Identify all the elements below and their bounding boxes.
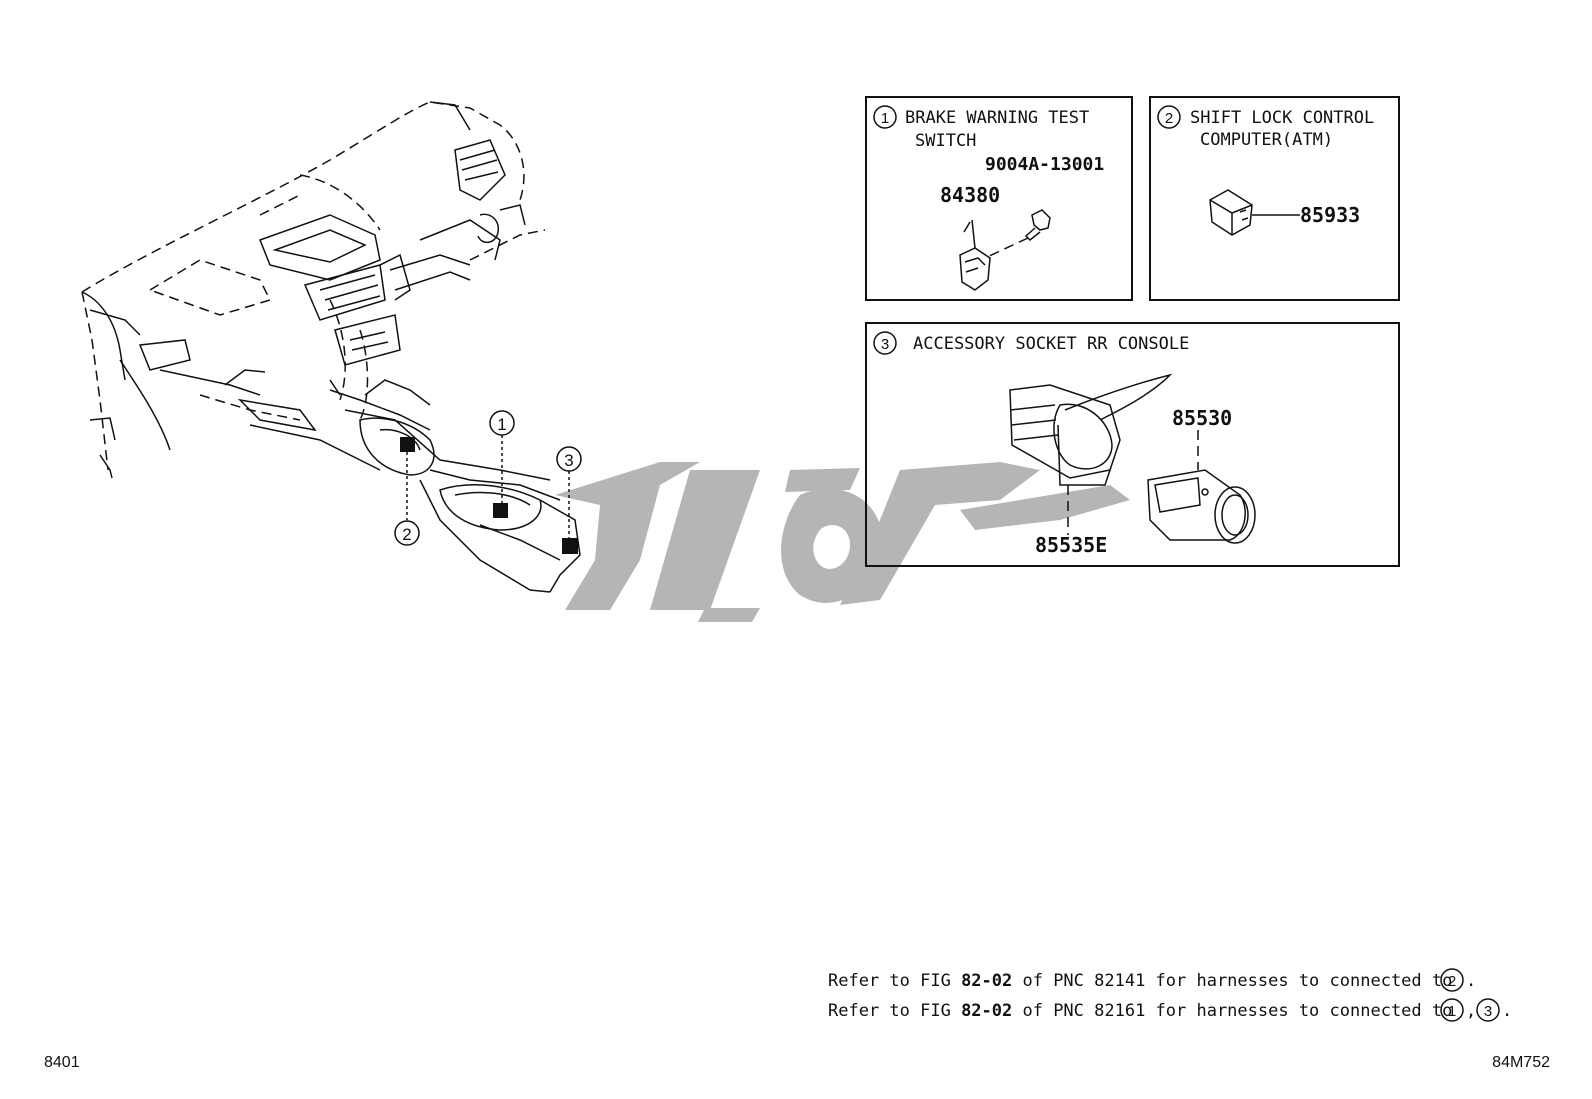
note-line-2-ref-b: 3 [1484, 1003, 1492, 1020]
footer-right-code: 84M752 [1492, 1054, 1550, 1071]
part-number-85933[interactable]: 85933 [1300, 203, 1360, 227]
note-line-1-ref: 2 [1448, 973, 1456, 990]
part-number-85530[interactable]: 85530 [1172, 406, 1232, 430]
panel1-title-line1: BRAKE WARNING TEST [905, 108, 1089, 128]
panel1-callout: 1 [881, 110, 889, 127]
panel3-title: ACCESSORY SOCKET RR CONSOLE [913, 334, 1189, 354]
svg-text:,: , [1466, 1001, 1476, 1021]
accessory-socket-icon [1147, 469, 1256, 544]
callout-marker-3[interactable]: 3 [556, 446, 582, 554]
callout-marker-2[interactable]: 2 [394, 437, 420, 546]
panel3-callout: 3 [881, 336, 889, 353]
note-line-2-ref-a: 1 [1448, 1003, 1456, 1020]
part-number-84380[interactable]: 84380 [940, 183, 1000, 207]
part-number-9004A-13001[interactable]: 9004A-13001 [985, 154, 1104, 175]
part-number-85535E[interactable]: 85535E [1035, 533, 1107, 557]
dashboard-illustration [81, 101, 581, 593]
panel1-title-line2: SWITCH [915, 131, 976, 151]
bolt-icon [1024, 209, 1051, 242]
fig-link-82-02-b[interactable]: 82-02 [961, 1001, 1012, 1021]
panel2-title-line2: COMPUTER(ATM) [1200, 130, 1333, 150]
fig-link-82-02-a[interactable]: 82-02 [961, 971, 1012, 991]
panel-shift-lock-computer: 2 SHIFT LOCK CONTROL COMPUTER(ATM) 85933 [1149, 96, 1400, 301]
footer-left-code: 8401 [44, 1054, 80, 1071]
callout-marker-1[interactable]: 1 [489, 410, 515, 518]
panel2-title-line1: SHIFT LOCK CONTROL [1190, 108, 1374, 128]
svg-text:.: . [1502, 1001, 1512, 1021]
switch-icon [959, 219, 991, 291]
note-line-2: Refer to FIG 82-02 of PNC 82161 for harn… [828, 1001, 1463, 1021]
computer-module-icon [1209, 189, 1253, 236]
callout-2-label: 2 [402, 525, 411, 544]
callout-1-label: 1 [497, 415, 506, 434]
svg-text:.: . [1466, 971, 1476, 991]
panel-accessory-socket: 3 ACCESSORY SOCKET RR CONSOLE 85530 8553… [865, 322, 1400, 567]
panel2-callout: 2 [1165, 110, 1173, 127]
socket-holder-icon [1009, 373, 1173, 486]
note-line-1: Refer to FIG 82-02 of PNC 82141 for harn… [828, 971, 1463, 991]
panel-brake-warning-switch: 1 BRAKE WARNING TEST SWITCH 9004A-13001 … [865, 96, 1133, 301]
reference-notes: Refer to FIG 82-02 of PNC 82141 for harn… [828, 968, 1512, 1022]
callout-3-label: 3 [564, 451, 573, 470]
watermark-logo [555, 462, 1130, 622]
